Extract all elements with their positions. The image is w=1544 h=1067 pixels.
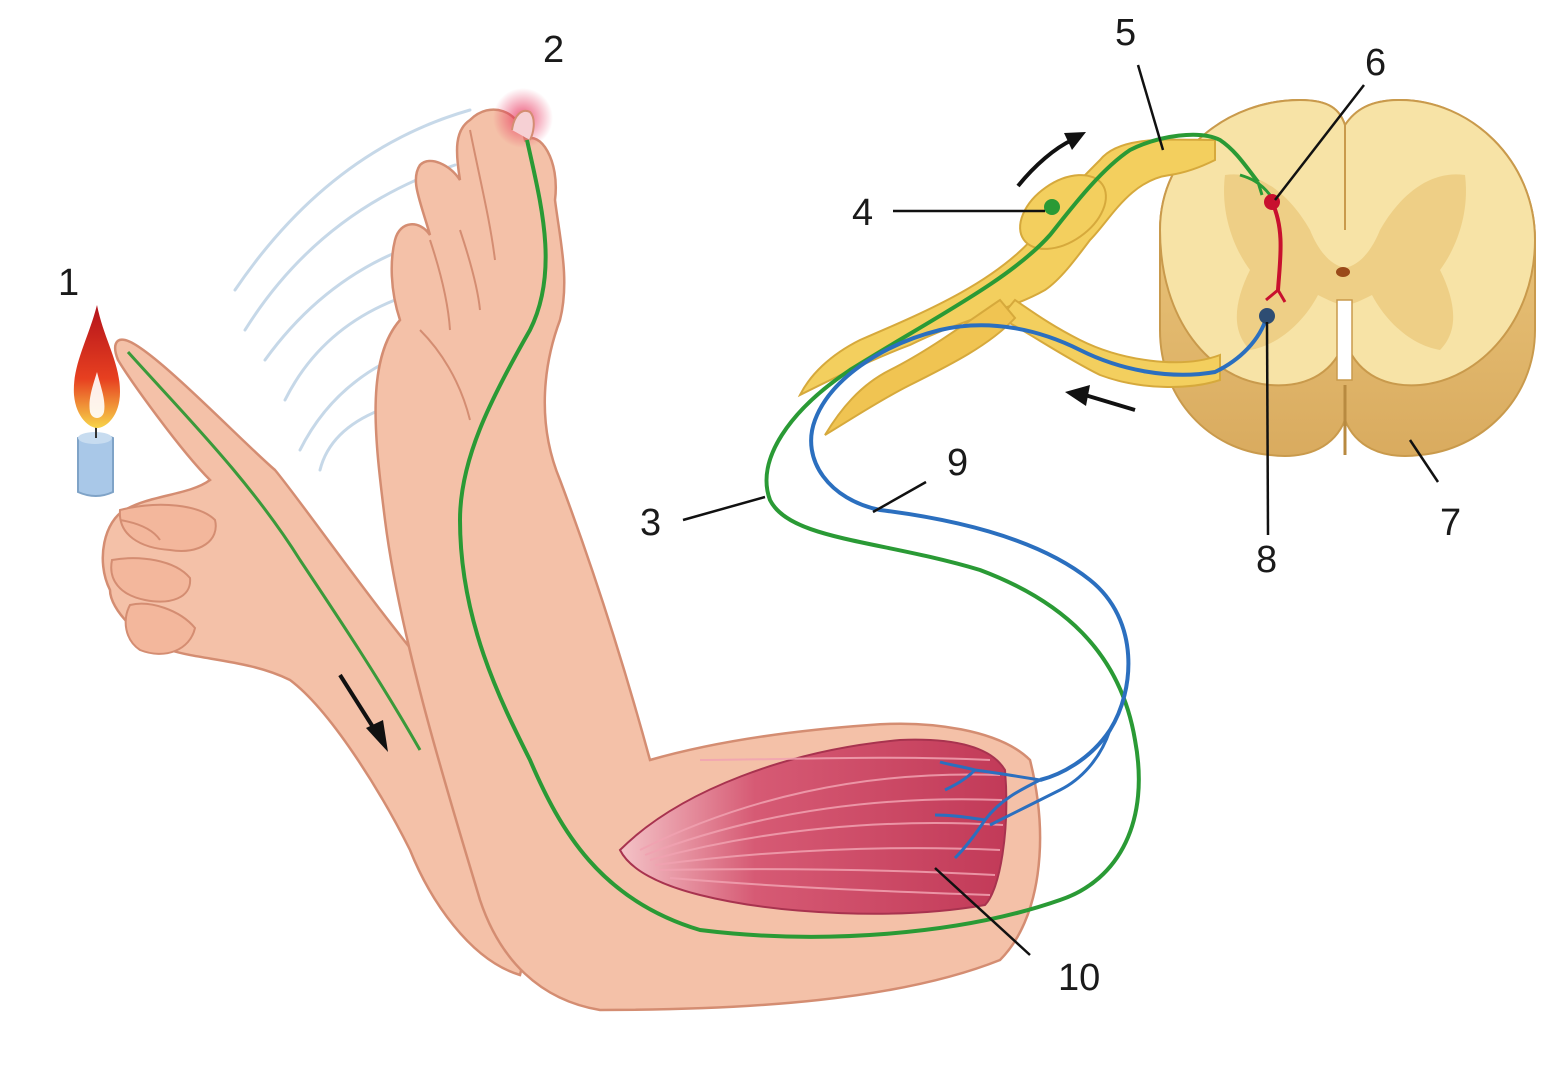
motor-neuron-cell-body <box>1259 308 1275 324</box>
label-10: 10 <box>1058 957 1100 999</box>
label-8: 8 <box>1256 539 1277 581</box>
label-1: 1 <box>58 262 79 304</box>
flame-icon <box>74 305 120 428</box>
label-6: 6 <box>1365 42 1386 84</box>
spinal-nerve-roots <box>800 140 1220 435</box>
label-3: 3 <box>640 502 661 544</box>
label-4: 4 <box>852 192 873 234</box>
label-5: 5 <box>1115 12 1136 54</box>
sensory-neuron-cell-body <box>1044 199 1060 215</box>
label-2: 2 <box>543 29 564 71</box>
arrow-efferent-icon <box>1065 385 1135 410</box>
spinal-cord-section <box>1160 100 1535 456</box>
label-7: 7 <box>1440 502 1461 544</box>
label-9: 9 <box>947 442 968 484</box>
